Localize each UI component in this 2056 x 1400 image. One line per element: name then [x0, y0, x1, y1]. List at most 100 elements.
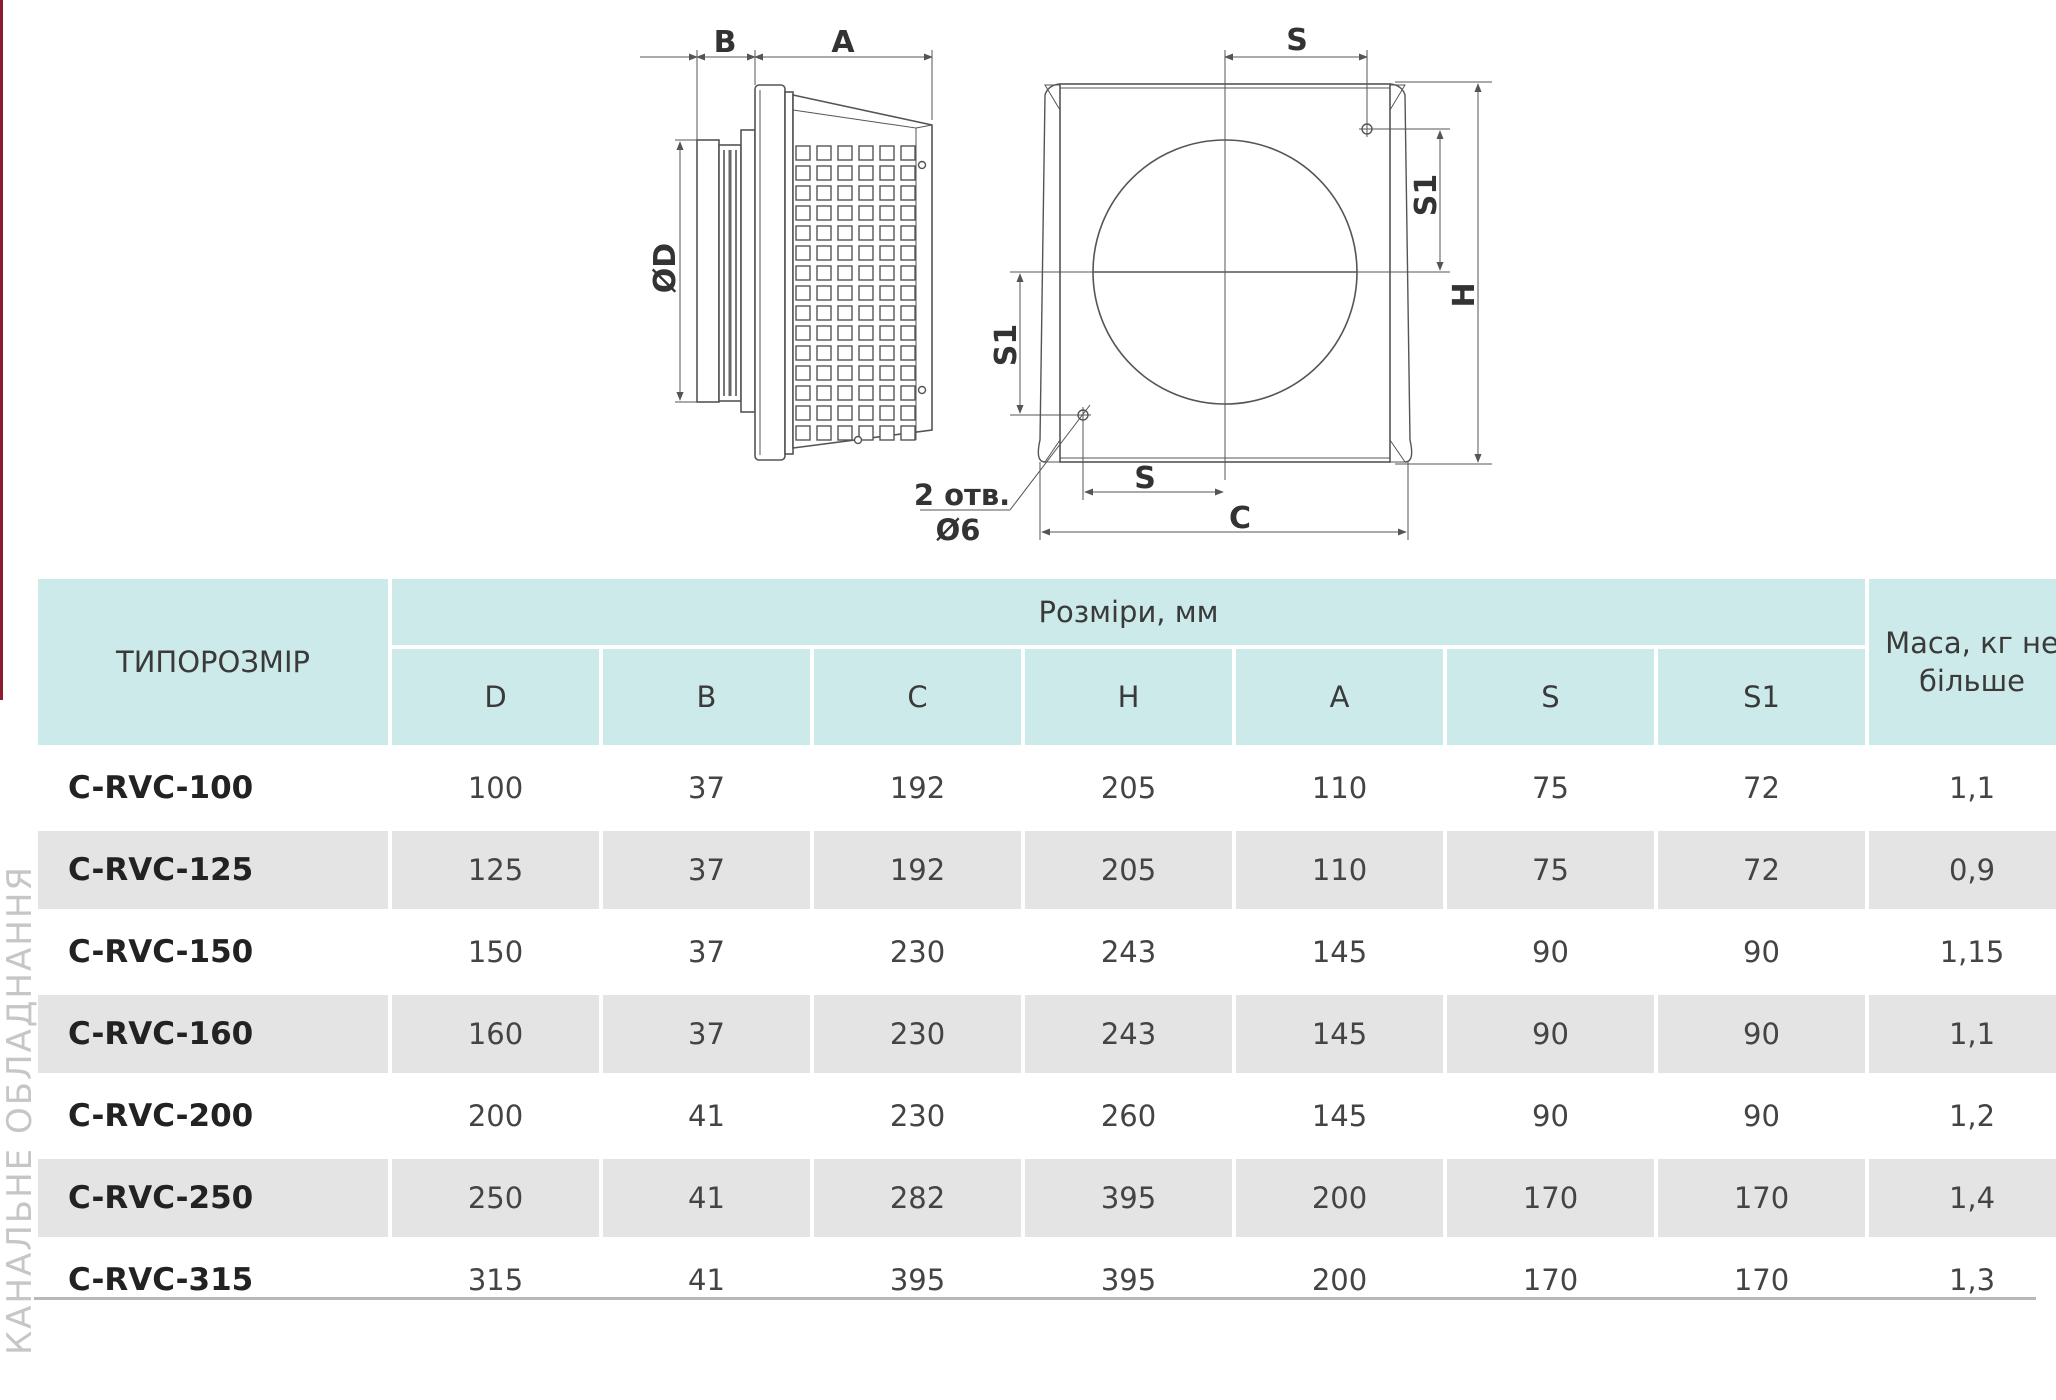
louvre-cell: [795, 265, 811, 281]
louvre-cell: [816, 145, 832, 161]
louvre-cell: [858, 325, 874, 341]
cell-value: 395: [1100, 1263, 1157, 1297]
cell-value: 90: [1658, 995, 1865, 1073]
label-s1-left: S1: [989, 324, 1024, 366]
louvre-cell: [858, 205, 874, 221]
cell-value: 90: [1743, 1099, 1780, 1133]
louvre-cell: [858, 185, 874, 201]
louvre-cell: [795, 425, 811, 441]
label-a: A: [831, 25, 855, 60]
louvre-cell: [837, 145, 853, 161]
cell-value: 160: [392, 995, 599, 1073]
louvre-cell: [900, 265, 916, 281]
cell-value: 395: [1025, 1159, 1232, 1237]
table-row: C-RVC-250 250 41 282 395 200 170 170 1,4: [38, 1159, 2056, 1237]
cell-value: 145: [1311, 1099, 1368, 1133]
louvre-cell: [879, 245, 895, 261]
cell-value: 260: [1100, 1099, 1157, 1133]
louvre-cell: [837, 425, 853, 441]
cell-value: 41: [603, 1159, 810, 1237]
label-d: ØD: [648, 243, 683, 293]
cell-model: C-RVC-200: [68, 1098, 254, 1134]
louvre-cell: [900, 365, 916, 381]
louvre-cell: [795, 205, 811, 221]
cell-value: 145: [1311, 935, 1368, 969]
louvre-cell: [858, 285, 874, 301]
louvre-cell: [795, 145, 811, 161]
louvre-cell: [900, 305, 916, 321]
header-dimensions-group: Розміри, мм: [392, 579, 1865, 645]
louvre-cell: [858, 385, 874, 401]
table-row: C-RVC-200 200 41 230 260 145 90 90 1,2: [38, 1077, 2056, 1155]
cell-value: 315: [467, 1263, 524, 1297]
cell-value: 230: [889, 1099, 946, 1133]
cell-value: 282: [814, 1159, 1021, 1237]
cell-value: 41: [688, 1263, 725, 1297]
louvre-cell: [837, 385, 853, 401]
cell-value: 230: [889, 935, 946, 969]
cell-value: 145: [1236, 995, 1443, 1073]
side-accent-bar: [0, 0, 3, 700]
louvre-cell: [816, 425, 832, 441]
louvre-cell: [795, 345, 811, 361]
louvre-cell: [858, 305, 874, 321]
label-holes-count: 2 отв.: [914, 478, 1010, 512]
louvre-cell: [879, 225, 895, 241]
louvre-cell: [837, 285, 853, 301]
louvre-cell: [879, 365, 895, 381]
cell-mass: 1,15: [1939, 935, 2005, 969]
label-s-top: S: [1286, 23, 1308, 58]
cell-value: 170: [1522, 1263, 1579, 1297]
louvre-grid: [795, 145, 916, 441]
louvre-cell: [858, 145, 874, 161]
louvre-cell: [795, 305, 811, 321]
cell-value: 200: [467, 1099, 524, 1133]
cell-value: 200: [1311, 1263, 1368, 1297]
cell-value: 395: [889, 1263, 946, 1297]
cell-value: 200: [1236, 1159, 1443, 1237]
louvre-cell: [900, 165, 916, 181]
louvre-cell: [816, 285, 832, 301]
cell-value: 170: [1733, 1263, 1790, 1297]
header-col-a: A: [1236, 649, 1443, 745]
louvre-cell: [816, 305, 832, 321]
louvre-cell: [816, 345, 832, 361]
cell-value: 150: [467, 935, 524, 969]
louvre-cell: [816, 245, 832, 261]
louvre-cell: [837, 165, 853, 181]
louvre-cell: [858, 245, 874, 261]
screw-holes-side: [853, 160, 927, 445]
cell-value: 110: [1236, 831, 1443, 909]
cell-value: 243: [1025, 995, 1232, 1073]
louvre-cell: [879, 185, 895, 201]
cell-value: 192: [814, 831, 1021, 909]
cell-value: 100: [467, 771, 524, 805]
louvre-cell: [795, 225, 811, 241]
louvre-cell: [900, 405, 916, 421]
cell-value: 75: [1532, 771, 1569, 805]
louvre-cell: [879, 405, 895, 421]
louvre-cell: [900, 385, 916, 401]
front-view: [1037, 50, 1413, 480]
louvre-cell: [900, 285, 916, 301]
louvre-cell: [858, 345, 874, 361]
louvre-cell: [879, 385, 895, 401]
louvre-cell: [900, 325, 916, 341]
cell-value: 90: [1447, 995, 1654, 1073]
header-col-b: B: [603, 649, 810, 745]
header-mass: Маса, кг не більше: [1869, 579, 2056, 745]
cell-value: 170: [1658, 1159, 1865, 1237]
cell-value: 37: [603, 831, 810, 909]
louvre-cell: [879, 265, 895, 281]
louvre-cell: [858, 265, 874, 281]
louvre-cell: [879, 145, 895, 161]
label-holes-diameter: Ø6: [936, 513, 981, 547]
specifications-table: ТИПОРОЗМІР Розміри, мм Маса, кг не більш…: [34, 575, 2056, 1323]
louvre-cell: [837, 345, 853, 361]
louvre-cell: [879, 285, 895, 301]
louvre-cell: [816, 225, 832, 241]
louvre-cell: [900, 145, 916, 161]
cell-value: 37: [603, 995, 810, 1073]
louvre-cell: [816, 265, 832, 281]
cell-mass: 1,1: [1869, 995, 2056, 1073]
